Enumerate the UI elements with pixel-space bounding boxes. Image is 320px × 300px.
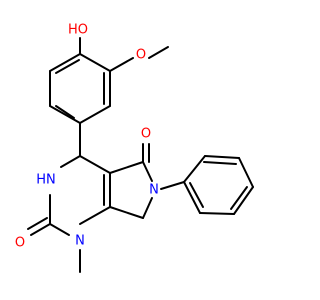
bond	[109, 161, 144, 174]
bond	[49, 223, 70, 236]
bond	[142, 161, 153, 182]
amine-nitrogen-label: HN	[36, 173, 56, 188]
bond	[109, 57, 134, 72]
bond	[148, 46, 169, 59]
bond-layer	[27, 37, 254, 273]
bond	[79, 155, 111, 174]
bond	[199, 212, 235, 215]
bond	[79, 53, 111, 72]
methyl-nitrogen-label: N	[75, 234, 85, 249]
bond	[142, 197, 153, 219]
methoxy-oxygen-label: O	[136, 48, 146, 63]
ketone-oxygen-label: O	[141, 127, 151, 142]
bond	[55, 105, 75, 119]
lactam-nitrogen-label: N	[149, 183, 159, 198]
bond	[49, 53, 81, 72]
bond	[233, 186, 254, 215]
bond	[230, 186, 248, 210]
bond	[204, 155, 240, 159]
bond	[30, 223, 51, 236]
bond	[60, 155, 81, 168]
bond	[79, 206, 111, 225]
bond	[203, 161, 237, 165]
bond	[183, 181, 201, 214]
bond	[109, 206, 144, 219]
atom-label-layer: HO O O N HN O N	[15, 23, 159, 251]
bond	[49, 105, 81, 124]
bond	[27, 217, 48, 230]
urea-oxygen-label: O	[15, 236, 25, 251]
bond	[238, 157, 254, 188]
bond	[189, 182, 204, 208]
bond	[183, 155, 206, 183]
molecule-diagram: HO O O N HN O N	[14, 22, 254, 273]
bond	[55, 59, 80, 74]
bond	[160, 181, 185, 190]
bond	[79, 105, 111, 124]
hydroxyl-label: HO	[68, 23, 88, 38]
